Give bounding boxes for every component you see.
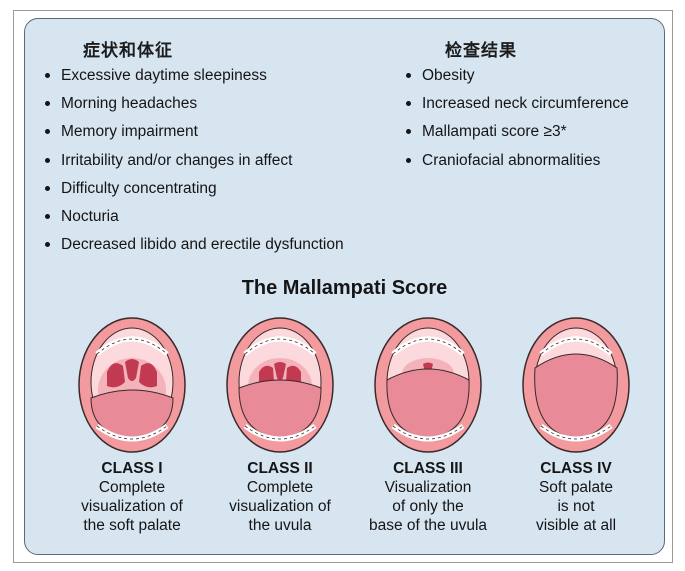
list-item: Excessive daytime sleepiness <box>42 66 344 94</box>
class-label: CLASS II <box>247 460 313 477</box>
findings-title: 检查结果 <box>445 41 517 61</box>
mouth-class-1-illustration <box>77 316 187 454</box>
class-description-line: Visualization <box>384 479 472 496</box>
caption-class-1: CLASS I Complete visualization of the so… <box>62 459 202 535</box>
mouth-class-3-illustration <box>373 316 483 454</box>
list-item: Increased neck circumference <box>403 94 629 122</box>
class-description-line: the uvula <box>248 517 312 534</box>
symptoms-list: Excessive daytime sleepiness Morning hea… <box>42 66 344 263</box>
bullet-icon <box>45 185 50 191</box>
list-item: Irritability and/or changes in affect <box>42 151 344 179</box>
info-panel: 症状和体征 Excessive daytime sleepiness Morni… <box>24 18 665 555</box>
class-label: CLASS I <box>101 460 163 477</box>
list-item: Morning headaches <box>42 94 344 122</box>
class-description-line: Soft palate <box>538 479 614 496</box>
caption-class-2: CLASS II Complete visualization of the u… <box>210 459 350 535</box>
class-description-line: visualization of <box>81 498 183 515</box>
bullet-icon <box>406 101 411 107</box>
class-description-line: visible at all <box>535 517 617 534</box>
class-description-line: Complete <box>98 479 166 496</box>
bullet-icon <box>45 73 50 78</box>
class-description-line: visualization of <box>229 498 331 515</box>
findings-list: Obesity Increased neck circumference Mal… <box>403 66 629 179</box>
class-description-line: Complete <box>246 479 314 496</box>
bullet-icon <box>45 101 50 107</box>
class-label: CLASS III <box>393 460 463 477</box>
symptoms-title: 症状和体征 <box>83 41 173 61</box>
mouth-class-2-illustration <box>225 316 335 454</box>
caption-class-3: CLASS III Visualization of only the base… <box>358 459 498 535</box>
list-item: Mallampati score ≥3* <box>403 122 629 150</box>
figure-frame: 症状和体征 Excessive daytime sleepiness Morni… <box>13 10 673 563</box>
bullet-icon <box>406 129 411 135</box>
class-description-line: of only the <box>392 498 464 515</box>
mallampati-title: The Mallampati Score <box>241 277 448 299</box>
class-label: CLASS IV <box>540 460 612 477</box>
list-item: Nocturia <box>42 207 344 235</box>
list-item: Obesity <box>403 66 629 94</box>
bullet-icon <box>45 157 50 163</box>
list-item: Memory impairment <box>42 122 344 150</box>
bullet-icon <box>45 242 50 248</box>
class-description-line: base of the uvula <box>368 517 488 534</box>
list-item: Difficulty concentrating <box>42 179 344 207</box>
list-item: Craniofacial abnormalities <box>403 151 629 179</box>
bullet-icon <box>406 157 411 163</box>
list-item: Decreased libido and erectile dysfunctio… <box>42 235 344 263</box>
class-description-line: the soft palate <box>83 517 181 534</box>
caption-class-4: CLASS IV Soft palate is not visible at a… <box>506 459 646 535</box>
bullet-icon <box>45 213 50 219</box>
bullet-icon <box>45 129 50 135</box>
class-description-line: is not <box>557 498 595 515</box>
bullet-icon <box>406 73 411 78</box>
mouth-class-4-illustration <box>521 316 631 454</box>
